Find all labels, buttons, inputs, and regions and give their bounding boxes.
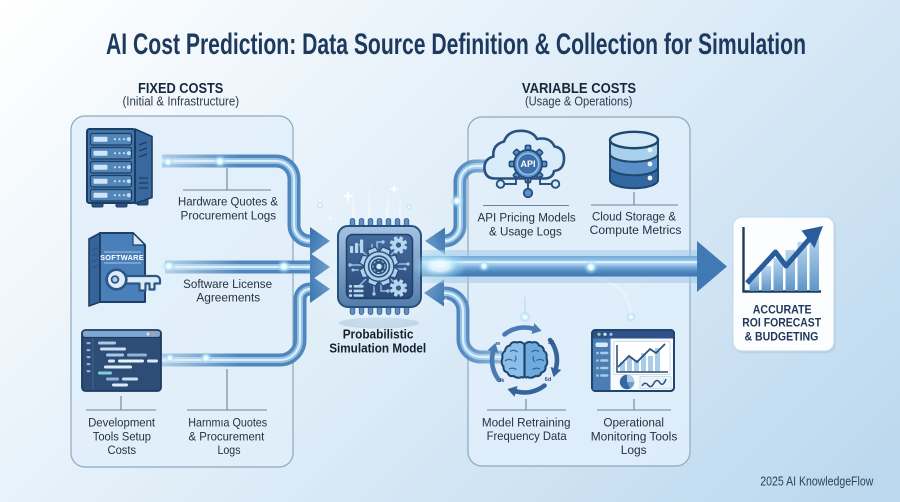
svg-text:SOFTWARE: SOFTWARE xyxy=(100,253,144,262)
svg-text:(Initial & Infrastructure): (Initial & Infrastructure) xyxy=(122,94,239,108)
svg-text:Development: Development xyxy=(88,416,156,430)
svg-text:Probabilistic: Probabilistic xyxy=(343,327,414,342)
svg-text:Compute Metrics: Compute Metrics xyxy=(590,223,682,237)
svg-text:Cloud Storage &: Cloud Storage & xyxy=(592,209,676,223)
svg-text:6d: 6d xyxy=(545,377,551,383)
svg-text:Hardware Quotes &: Hardware Quotes & xyxy=(178,195,278,209)
svg-text:2025 AI KnowledgeFlow: 2025 AI KnowledgeFlow xyxy=(760,474,873,489)
svg-text:Model Retraining: Model Retraining xyxy=(482,416,571,430)
svg-text:Software License: Software License xyxy=(183,277,272,291)
svg-text:Operational: Operational xyxy=(603,416,664,430)
svg-text:ROI FORECAST: ROI FORECAST xyxy=(742,318,821,330)
svg-text:Logs: Logs xyxy=(218,443,241,457)
svg-text:w: w xyxy=(495,341,501,347)
svg-text:(Usage & Operations): (Usage & Operations) xyxy=(525,94,633,108)
svg-text:API Pricing Models: API Pricing Models xyxy=(477,211,575,225)
svg-text:Tools Setup: Tools Setup xyxy=(93,430,151,444)
svg-text:Monitoring Tools: Monitoring Tools xyxy=(591,429,678,443)
svg-text:Frequency Data: Frequency Data xyxy=(487,429,567,443)
svg-text:& Usage Logs: & Usage Logs xyxy=(489,225,562,239)
svg-text:Costs: Costs xyxy=(108,443,137,457)
svg-text:Simulation Model: Simulation Model xyxy=(329,341,426,356)
svg-text:3|i: 3|i xyxy=(548,340,555,346)
svg-text:AI Cost Prediction: Data Sourc: AI Cost Prediction: Data Source Definiti… xyxy=(106,28,806,61)
svg-text:API: API xyxy=(520,159,535,169)
svg-text:Logs: Logs xyxy=(621,443,647,457)
svg-text:Procurement Logs: Procurement Logs xyxy=(181,209,277,223)
svg-text:FIXED COSTS: FIXED COSTS xyxy=(138,81,223,97)
svg-text:Harnmıa Quotes: Harnmıa Quotes xyxy=(188,416,267,430)
svg-text:& Procurement: & Procurement xyxy=(189,430,265,444)
svg-text:VARIABLE COSTS: VARIABLE COSTS xyxy=(522,81,636,97)
svg-text:Agreements: Agreements xyxy=(196,290,260,304)
svg-text:& BUDGETING: & BUDGETING xyxy=(744,331,818,343)
svg-text:ik: ik xyxy=(500,378,506,384)
svg-text:ACCURATE: ACCURATE xyxy=(753,304,812,316)
